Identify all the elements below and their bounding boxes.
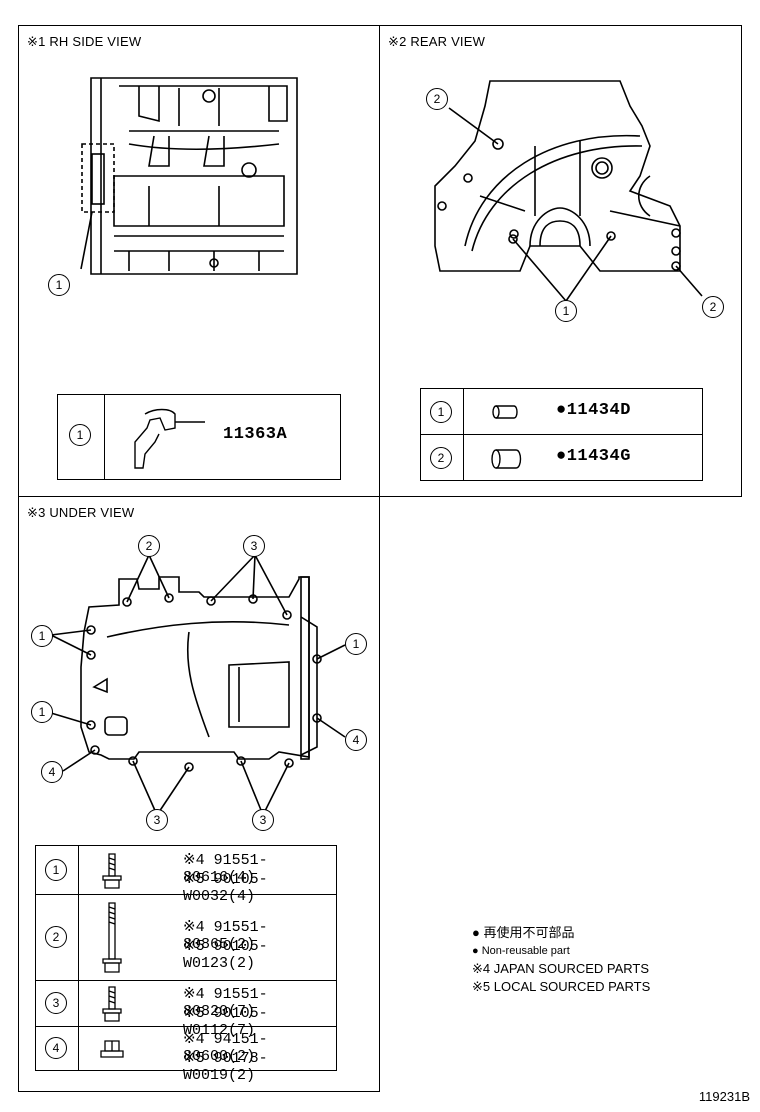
legend-local-sourced: ※5 LOCAL SOURCED PARTS bbox=[472, 979, 651, 994]
under-view-drawing bbox=[50, 554, 346, 816]
under-table-index-4: 4 bbox=[45, 1037, 67, 1059]
under-table-index-2: 2 bbox=[45, 926, 67, 948]
rear-view-drawing bbox=[434, 80, 703, 302]
under-3-jp: ※4 91551-80820(7) bbox=[183, 986, 268, 1020]
callout-3-under-bottom-left: 3 bbox=[146, 809, 168, 831]
rh-table-index: 1 bbox=[69, 424, 91, 446]
under-2-local: ※5 90105-W0123(2) bbox=[183, 938, 268, 972]
rear-part-number-1: ●11434D bbox=[556, 401, 631, 420]
legend-japan-sourced: ※4 JAPAN SOURCED PARTS bbox=[472, 961, 650, 976]
callout-3-under-top: 3 bbox=[243, 535, 265, 557]
rh-side-view-drawing bbox=[80, 77, 298, 275]
under-parts-table: 1 ※4 91551-80616(4) ※5 90105-W0032(4) 2 bbox=[35, 845, 337, 1084]
rear-part-number-2: ●11434G bbox=[556, 447, 631, 466]
callout-1-under-right: 1 bbox=[345, 633, 367, 655]
flange-bolt-short-icon bbox=[102, 853, 122, 889]
under-4-local: ※5 90178-W0019(2) bbox=[183, 1050, 268, 1084]
callout-4-under-right: 4 bbox=[345, 729, 367, 751]
rh-part-number: 11363A bbox=[223, 425, 288, 444]
under-1-jp: ※4 91551-80616(4) bbox=[183, 852, 268, 886]
callout-2-rear-top: 2 bbox=[426, 88, 448, 110]
callout-2-under: 2 bbox=[138, 535, 160, 557]
callout-1-rh: 1 bbox=[48, 274, 70, 296]
under-view-title: ※3 UNDER VIEW bbox=[27, 505, 135, 520]
callout-1-rear: 1 bbox=[555, 300, 577, 322]
flange-bolt-long-icon bbox=[102, 902, 122, 973]
flange-bolt-medium-icon bbox=[102, 986, 122, 1022]
legend-nonreusable: ● Non-reusable part bbox=[472, 945, 570, 957]
rear-table-index-2: 2 bbox=[430, 447, 452, 469]
callout-2-rear-right: 2 bbox=[702, 296, 724, 318]
callout-4-under-left: 4 bbox=[41, 761, 63, 783]
rear-parts-table: 1 ●11434D 2 bbox=[420, 388, 703, 481]
callout-1-under-left-top: 1 bbox=[31, 625, 53, 647]
rear-view-title: ※2 REAR VIEW bbox=[388, 34, 486, 49]
rh-side-view-title: ※1 RH SIDE VIEW bbox=[27, 34, 142, 49]
legend-nonreusable-jp: ● 再使用不可部品 bbox=[472, 925, 575, 940]
dowel-pin-large-icon bbox=[491, 449, 522, 469]
under-table-index-1: 1 bbox=[45, 859, 67, 881]
flange-nut-icon bbox=[100, 1040, 124, 1058]
diagram-id: 119231B bbox=[698, 1089, 750, 1104]
dowel-pin-small-icon bbox=[492, 405, 518, 419]
under-2-jp: ※4 91551-80865(2) bbox=[183, 919, 268, 953]
callout-3-under-bottom-right: 3 bbox=[252, 809, 274, 831]
pipe-bracket-icon bbox=[134, 408, 205, 469]
callout-1-under-left-mid: 1 bbox=[31, 701, 53, 723]
under-table-index-3: 3 bbox=[45, 992, 67, 1014]
rh-parts-table: 1 11363A bbox=[57, 394, 341, 480]
under-4-jp: ※4 94151-80600(2) bbox=[183, 1031, 268, 1065]
rear-view-panel: ※2 REAR VIEW 2 1 bbox=[379, 25, 742, 497]
under-view-panel: ※3 UNDER VIEW bbox=[18, 496, 380, 1092]
rh-side-view-panel: ※1 RH SIDE VIEW 1 1 bbox=[18, 25, 380, 497]
legend: ● 再使用不可部品 ● Non-reusable part ※4 JAPAN S… bbox=[472, 924, 650, 996]
rear-table-index-1: 1 bbox=[430, 401, 452, 423]
